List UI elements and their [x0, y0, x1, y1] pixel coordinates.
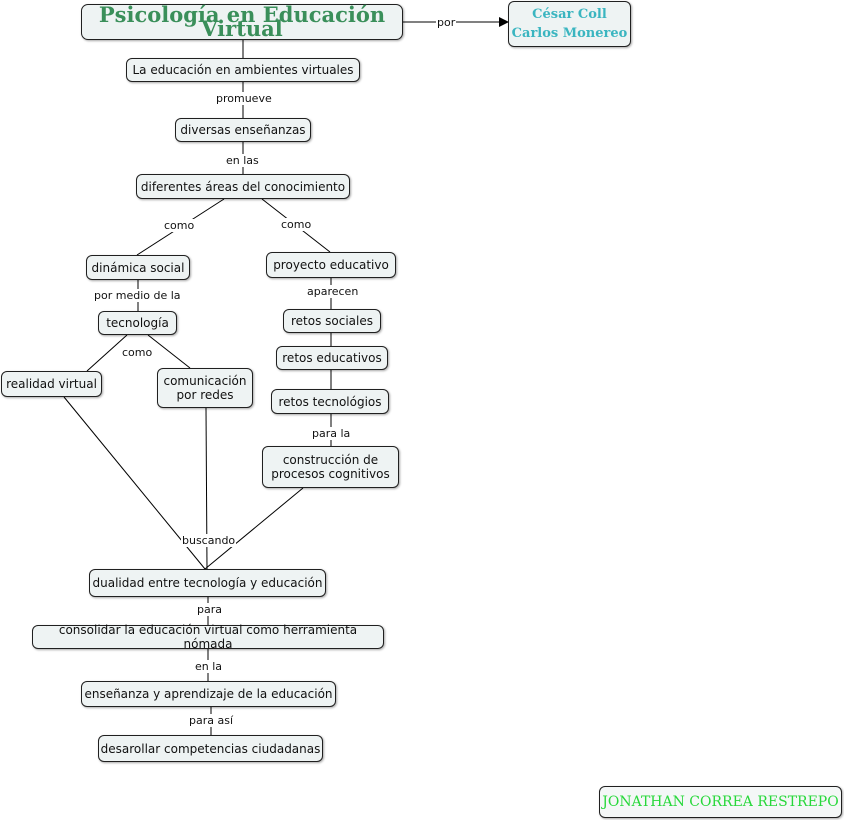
node-retos-educativos[interactable]: retos educativos — [276, 346, 388, 370]
link-label-como-right: como — [280, 218, 313, 231]
node-retos-tecnologicos[interactable]: retos tecnológios — [271, 389, 389, 414]
node-competencias[interactable]: desarollar competencias ciudadanas — [98, 735, 323, 762]
edge-tecnologia-comunicacion — [147, 334, 191, 369]
link-label-como-tecnologia: como — [121, 346, 154, 359]
node-areas-conocimiento[interactable]: diferentes áreas del conocimiento — [136, 174, 350, 199]
link-label-promueve: promueve — [215, 92, 273, 105]
node-ensenanza-aprendizaje[interactable]: enseñanza y aprendizaje de la educación — [81, 681, 336, 707]
node-diversas-ensenanzas[interactable]: diversas enseñanzas — [175, 118, 311, 142]
link-label-aparecen: aparecen — [306, 285, 360, 298]
link-label-para-la: para la — [311, 427, 352, 440]
author-cesar-coll: César Coll — [532, 7, 607, 22]
link-label-como-left: como — [163, 219, 196, 232]
node-proyecto-educativo[interactable]: proyecto educativo — [266, 252, 396, 278]
map-title[interactable]: Psicología en Educación Virtual — [81, 4, 403, 40]
node-educacion-virtual[interactable]: La educación en ambientes virtuales — [126, 58, 360, 82]
link-label-por: por — [436, 16, 457, 29]
node-dualidad[interactable]: dualidad entre tecnología y educación — [89, 569, 326, 597]
link-label-en-las: en las — [225, 154, 260, 167]
node-realidad-virtual[interactable]: realidad virtual — [1, 371, 102, 397]
node-tecnologia[interactable]: tecnología — [98, 311, 177, 335]
link-label-en-la: en la — [194, 660, 224, 673]
link-label-buscando: buscando — [181, 534, 237, 547]
node-dinamica-social[interactable]: dinámica social — [86, 255, 190, 280]
link-label-por-medio: por medio de la — [93, 289, 182, 302]
edge-construccion-dualidad — [204, 487, 304, 570]
edge-tecnologia-realidad — [86, 334, 128, 372]
node-consolidar[interactable]: consolidar la educación virtual como her… — [32, 623, 384, 651]
node-comunicacion-redes[interactable]: comunicación por redes — [157, 368, 253, 408]
link-label-para: para — [196, 603, 223, 616]
author-carlos-monereo: Carlos Monereo — [511, 26, 628, 41]
authors-node[interactable]: César Coll Carlos Monereo — [508, 1, 631, 47]
author-credit[interactable]: JONATHAN CORREA RESTREPO — [599, 786, 842, 818]
link-label-para-asi: para así — [188, 714, 235, 727]
node-construccion-procesos[interactable]: construcción de procesos cognitivos — [262, 446, 399, 488]
node-retos-sociales[interactable]: retos sociales — [283, 309, 381, 333]
